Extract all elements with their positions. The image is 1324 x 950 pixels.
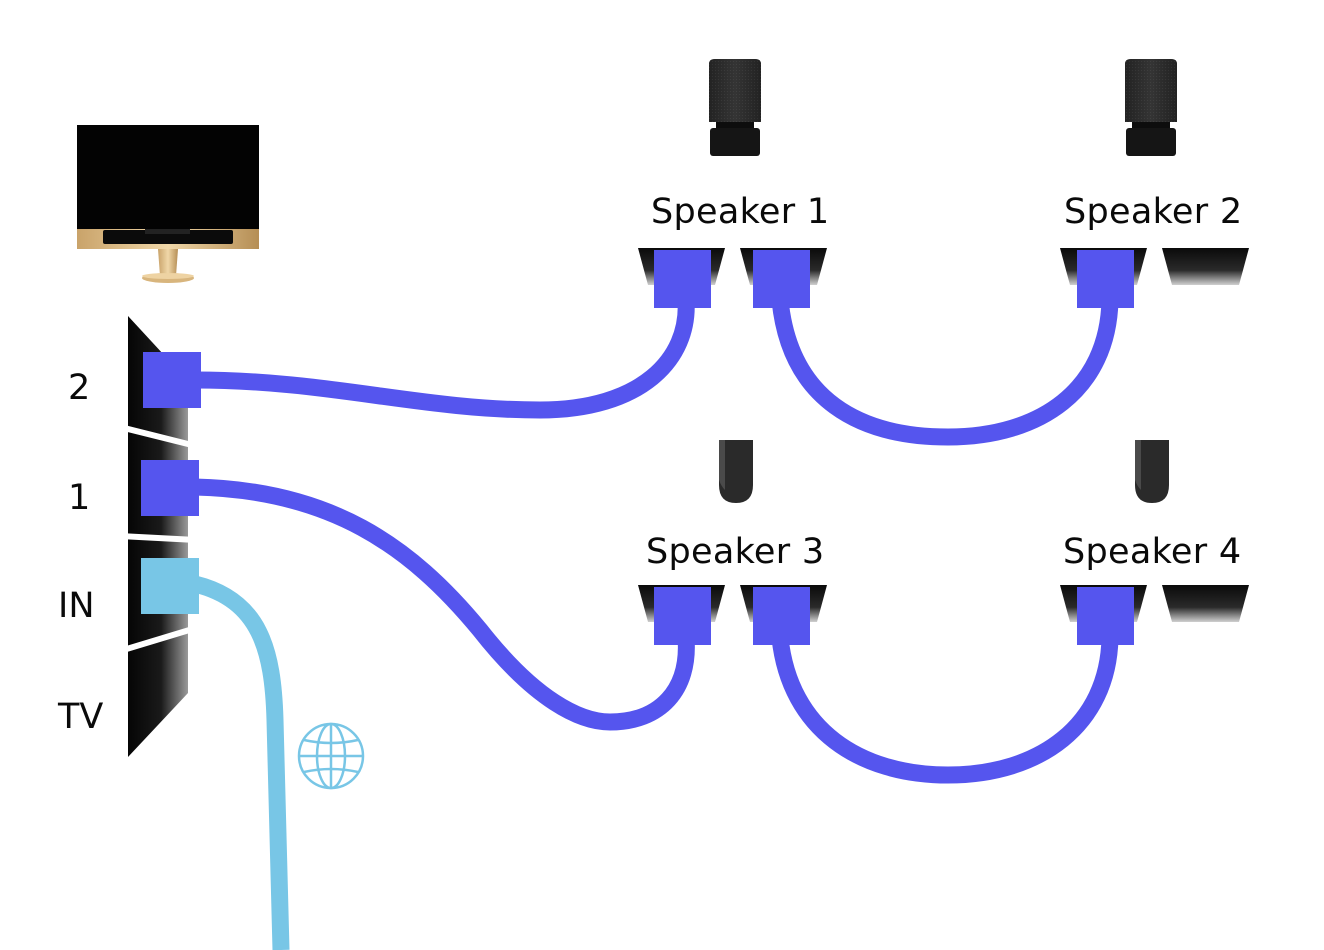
speaker-2-label: Speaker 2 <box>1064 192 1243 232</box>
cable-in-to-network <box>192 575 290 950</box>
plug-speaker-1-out <box>753 250 810 308</box>
port-tv-label: TV <box>58 697 104 737</box>
cable-speaker1-to-speaker2 <box>771 291 1119 446</box>
socket-speaker-2-out <box>1162 248 1249 285</box>
plug-port-1 <box>141 460 199 516</box>
plug-speaker-2-in <box>1077 250 1134 308</box>
cable-port2-to-speaker1 <box>186 291 695 419</box>
plug-speaker-3-in <box>654 587 711 645</box>
tall-speaker-icon <box>709 59 761 156</box>
speaker-4-label: Speaker 4 <box>1063 532 1242 572</box>
port-1-label: 1 <box>68 478 91 518</box>
cable-port1-to-speaker3 <box>186 478 695 731</box>
port-in-label: IN <box>58 586 95 626</box>
plug-speaker-4-in <box>1077 587 1134 645</box>
tall-speaker-icon <box>1125 59 1177 156</box>
tv-icon <box>77 125 259 283</box>
small-speaker-icon <box>719 440 753 503</box>
socket-speaker-4-out <box>1162 585 1249 622</box>
connector-hub <box>119 316 197 757</box>
plug-port-in <box>141 558 199 614</box>
speaker-3-label: Speaker 3 <box>646 532 825 572</box>
plug-speaker-3-out <box>753 587 810 645</box>
plug-port-2 <box>143 352 201 408</box>
small-speaker-icon <box>1135 440 1169 503</box>
cable-speaker3-to-speaker4 <box>771 629 1119 784</box>
speaker-1-label: Speaker 1 <box>651 192 830 232</box>
plug-speaker-1-in <box>654 250 711 308</box>
port-2-label: 2 <box>68 368 91 408</box>
globe-icon <box>297 722 365 790</box>
